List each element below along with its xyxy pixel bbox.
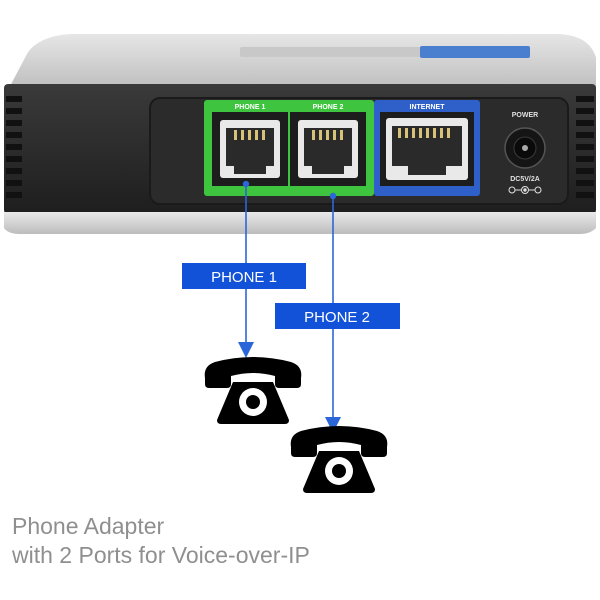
brand-stripe — [420, 46, 530, 58]
power-rating-label: DC5V/2A — [510, 176, 540, 183]
phone1-callout: PHONE 1 — [182, 263, 306, 289]
internet-jack[interactable] — [386, 118, 468, 180]
phone2-callout: PHONE 2 — [275, 303, 400, 329]
phone2-port-label: PHONE 2 — [313, 104, 344, 111]
caption-line-2: with 2 Ports for Voice-over-IP — [12, 542, 310, 568]
power-jack[interactable] — [504, 127, 546, 169]
left-vent — [6, 96, 22, 198]
phone1-port-label: PHONE 1 — [235, 104, 266, 111]
internet-port-label: INTERNET — [410, 104, 446, 111]
caption: Phone Adapter with 2 Ports for Voice-ove… — [12, 512, 310, 570]
right-vent — [576, 96, 594, 198]
phone2-jack[interactable] — [298, 120, 358, 178]
telephone-icon — [204, 357, 302, 424]
device-base — [4, 212, 596, 234]
phone1-callout-label: PHONE 1 — [211, 269, 277, 286]
power-polarity-icon — [508, 186, 542, 194]
device: PHONE 1 PHONE 2 INTERNET POWER DC5V/2A — [4, 34, 596, 234]
device-top-badge — [240, 47, 445, 57]
phone2-callout-label: PHONE 2 — [304, 309, 370, 326]
device-top — [8, 34, 596, 90]
power-port-label: POWER — [512, 112, 538, 119]
caption-line-1: Phone Adapter — [12, 513, 165, 539]
telephone-icon — [290, 426, 388, 493]
phone1-jack[interactable] — [220, 120, 280, 178]
